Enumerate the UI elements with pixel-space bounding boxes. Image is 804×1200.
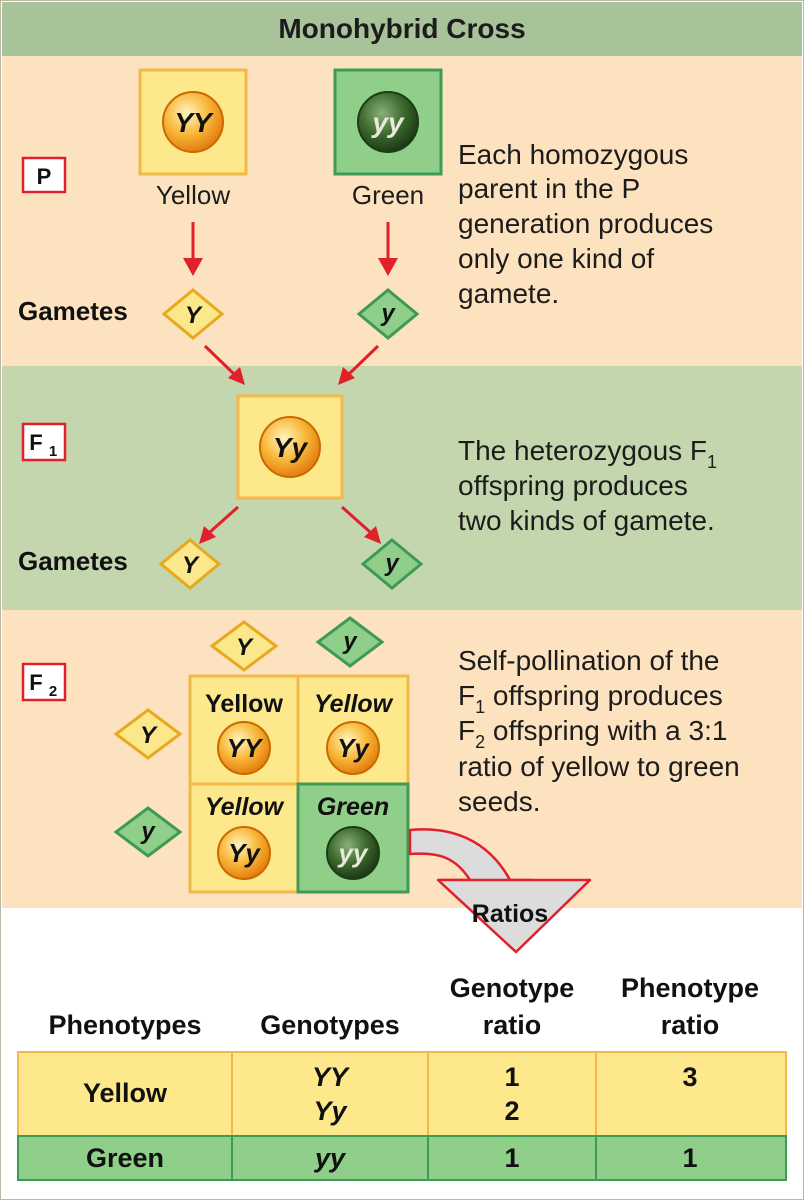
f1-yellow-seed-icon (259, 416, 321, 478)
punnett-cell-3-phenotype: Yellow (205, 793, 285, 821)
f2-row-gamete-green (113, 806, 183, 858)
f2-generation-badge (21, 662, 67, 702)
table-row-yellow (17, 1051, 787, 1137)
f1-gametes-label: Gametes (18, 546, 128, 576)
header-phenotype-ratio-1: Phenotype (621, 973, 759, 1003)
f1-desc-line-3: two kinds of gamete. (458, 505, 715, 536)
header-genotype-ratio-2: ratio (483, 1010, 542, 1040)
arrowhead-gamete-g-to-f1 (338, 367, 355, 385)
header-phenotypes: Phenotypes (48, 1010, 201, 1040)
p-generation-label: P (37, 164, 52, 189)
f1-desc-line-2: offspring produces (458, 470, 688, 501)
arrowhead-p-green (378, 258, 398, 276)
green-phenotype-ratio: 1 (682, 1143, 697, 1173)
arrowhead-p-yellow (183, 258, 203, 276)
f1-desc-line-1: The heterozygous F1 (458, 435, 717, 472)
p-gamete-yellow-label: Y (185, 302, 203, 329)
f1-gamete-yellow-label: Y (182, 552, 200, 579)
f1-gamete-yellow (158, 538, 222, 590)
punnett-cell-2-seed-icon (326, 721, 380, 775)
f2-col-gamete-green-label: y (342, 628, 358, 655)
page-title: Monohybrid Cross (278, 13, 525, 44)
yellow-genotype-ratio-2: 2 (504, 1096, 519, 1126)
punnett-cell-4-genotype: yy (337, 838, 369, 868)
f1-generation-badge (21, 422, 67, 462)
punnett-cell-2-genotype: Yy (337, 733, 370, 763)
ratios-arrow-head (436, 878, 592, 954)
punnett-cell-1-phenotype: Yellow (205, 690, 283, 718)
punnett-cell-2-phenotype: Yellow (314, 690, 394, 718)
p-desc-line-5: gamete. (458, 278, 559, 309)
header-bar (2, 2, 802, 56)
f2-col-gamete-green (315, 616, 385, 668)
f2-row-gamete-green-label: y (140, 818, 156, 845)
yellow-genotype-2: Yy (313, 1096, 348, 1126)
punnett-cell-4-phenotype: Green (317, 793, 389, 821)
yellow-seed-icon (162, 91, 224, 153)
yellow-phenotype-cell: Yellow (83, 1078, 168, 1108)
p-desc-line-1: Each homozygous (458, 139, 688, 170)
green-genotype-ratio: 1 (504, 1143, 519, 1173)
header-phenotype-ratio-2: ratio (661, 1010, 720, 1040)
punnett-cell-3-seed-icon (217, 826, 271, 880)
yellow-phenotype-ratio: 3 (682, 1062, 697, 1092)
f1-generation-label: F (29, 430, 42, 455)
punnett-cell-1-genotype: YY (227, 733, 264, 763)
f2-desc-line-4: ratio of yellow to green (458, 751, 740, 782)
green-genotype: yy (313, 1143, 347, 1173)
punnett-cell-4-seed-icon (326, 826, 380, 880)
f2-col-gamete-yellow-label: Y (236, 634, 254, 661)
f2-desc-line-1: Self-pollination of the (458, 645, 720, 676)
punnett-square: Yellow YY Yellow Yy Yellow Yy Green yy (188, 674, 410, 894)
f2-col-gamete-yellow (209, 620, 279, 672)
f2-generation-subscript: 2 (49, 683, 57, 700)
parent-green-phenotype: Green (352, 180, 424, 210)
green-phenotype-cell: Green (86, 1143, 164, 1173)
f2-description: Self-pollination of the F1 offspring pro… (458, 645, 740, 817)
arrow-f1-to-gamete-g (341, 505, 371, 534)
ratio-table: Phenotypes Genotypes Genotype ratio Phen… (17, 973, 787, 1181)
yellow-genotype-1: YY (312, 1062, 351, 1092)
p-gamete-yellow (161, 288, 225, 340)
p-desc-line-2: parent in the P (458, 173, 640, 204)
header-genotype-ratio-1: Genotype (450, 973, 575, 1003)
f1-description: The heterozygous F1 offspring produces t… (458, 435, 717, 536)
f2-row-gamete-yellow (113, 708, 183, 760)
f2-desc-line-3: F2 offspring with a 3:1 (458, 715, 727, 752)
f2-generation-label: F (29, 670, 42, 695)
f1-generation-subscript: 1 (49, 443, 57, 460)
p-generation-badge (21, 156, 67, 194)
punnett-cell-1-seed-icon (217, 721, 271, 775)
f1-offspring-genotype: Yy (273, 432, 309, 463)
punnett-cell-3-genotype: Yy (228, 838, 261, 868)
f1-gamete-green (360, 538, 424, 590)
f2-desc-line-2: F1 offspring produces (458, 680, 723, 717)
p-desc-line-4: only one kind of (458, 243, 654, 274)
header-genotypes: Genotypes (260, 1010, 400, 1040)
table-row-green (17, 1135, 787, 1181)
parent-yellow-genotype: YY (174, 107, 214, 138)
f1-gamete-green-label: y (384, 550, 400, 577)
arrowhead-f1-to-gamete-g (364, 526, 381, 544)
p-gamete-green-label: y (380, 300, 396, 327)
arrowhead-gamete-y-to-f1 (228, 367, 245, 385)
p-gamete-green (356, 288, 420, 340)
green-seed-icon (357, 91, 419, 153)
ratios-label: Ratios (472, 900, 548, 928)
parent-green-genotype: yy (370, 107, 405, 138)
f2-desc-line-5: seeds. (458, 786, 541, 817)
arrowhead-f1-to-gamete-y (199, 526, 216, 544)
p-desc-line-3: generation produces (458, 208, 713, 239)
arrow-gamete-g-to-f1 (347, 344, 380, 376)
p-description: Each homozygous parent in the P generati… (458, 139, 713, 309)
yellow-genotype-ratio-1: 1 (504, 1062, 519, 1092)
parent-yellow-phenotype: Yellow (156, 180, 230, 210)
arrow-f1-to-gamete-y (209, 505, 239, 534)
p-gametes-label: Gametes (18, 296, 128, 326)
f2-row-gamete-yellow-label: Y (140, 722, 158, 749)
arrow-gamete-y-to-f1 (203, 344, 236, 376)
